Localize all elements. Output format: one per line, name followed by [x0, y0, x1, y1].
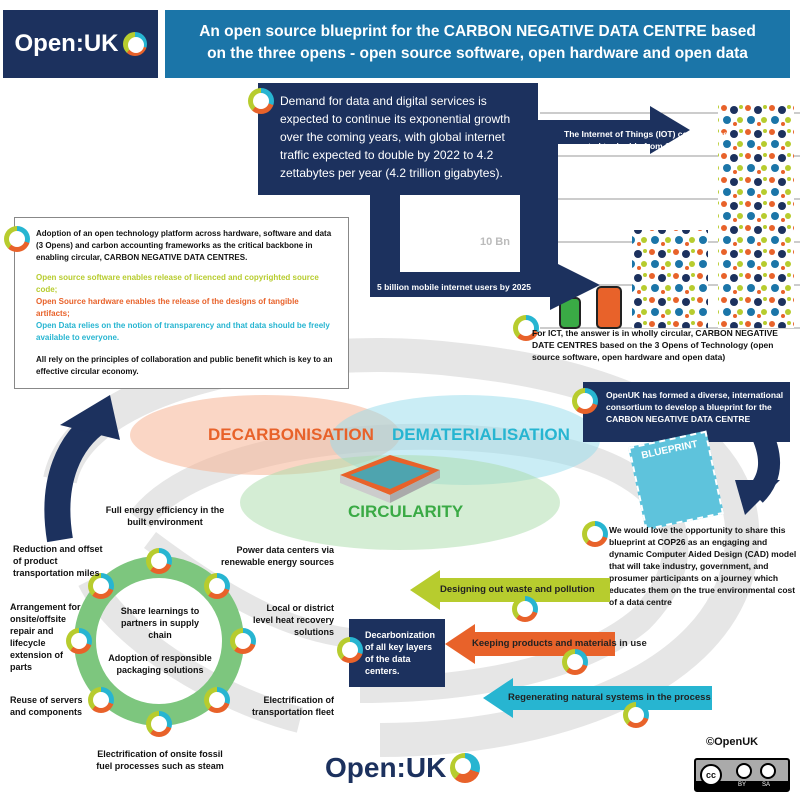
iot-text: The Internet of Things (IOT) connections… — [564, 129, 728, 151]
decarbonization-box: Decarbonization of all key layers of the… — [349, 619, 445, 687]
data-centre-illustration — [340, 455, 440, 503]
venn-label-circularity: CIRCULARITY — [348, 502, 464, 521]
arrow-waste-label: Designing out waste and pollution — [440, 584, 595, 595]
openuk-ring-icon — [450, 753, 481, 783]
page-title: An open source blueprint for the CARBON … — [165, 10, 790, 78]
title-line-1: An open source blueprint for the CARBON … — [199, 23, 756, 40]
venn-label-decarbonisation: DECARBONISATION — [208, 425, 374, 444]
openuk-ring-icon — [122, 32, 147, 56]
cycle-label-right: Local or district level heat recovery so… — [252, 603, 334, 637]
cc-icon: cc — [700, 764, 722, 786]
decarbonization-text: Decarbonization of all key layers of the… — [365, 630, 436, 676]
arrow-waste — [410, 570, 610, 610]
blueprint-icon: BLUEPRINT — [628, 430, 724, 531]
ring-icon — [88, 573, 114, 599]
ring-icon — [623, 702, 649, 728]
adoption-data: Open Data relies on the notion of transp… — [36, 321, 330, 342]
sa-icon — [760, 763, 776, 779]
ring-icon — [582, 521, 608, 547]
iot-bar-25bn — [718, 104, 794, 328]
ring-icon — [230, 628, 256, 654]
ring-icon — [88, 687, 114, 713]
cycle-center-2: Adoption of responsible packaging soluti… — [108, 653, 212, 675]
cycle-label-bottom-left: Reuse of servers and components — [10, 695, 83, 717]
cycle-label-bottom: Electrification of onsite fossil fuel pr… — [96, 749, 224, 771]
ring-icon — [512, 596, 538, 622]
cycle-label-top-right: Power data centers via renewable energy … — [220, 545, 334, 567]
phone-2025-label: 2025 — [2, 0, 4, 1]
ring-icon — [337, 637, 363, 663]
ring-icon — [146, 711, 172, 737]
arrow-natural — [483, 678, 712, 718]
ring-icon — [146, 548, 172, 574]
consortium-text: OpenUK has formed a diverse, internation… — [606, 390, 784, 424]
ring-icon — [4, 226, 30, 252]
axis-label-10bn: 10 Bn — [480, 236, 510, 248]
by-label: BY — [738, 782, 747, 788]
mobile-arrow — [370, 190, 600, 310]
ring-icon — [513, 315, 539, 341]
mobile-text: 5 billion mobile internet users by 2025 — [377, 282, 531, 292]
phone-2025-icon — [596, 286, 622, 329]
arrow-products-label: Keeping products and materials in use — [472, 638, 647, 649]
ring-icon — [66, 628, 92, 654]
adoption-box: Adoption of an open technology platform … — [14, 217, 349, 389]
venn-label-dematerialisation: DEMATERIALISATION — [392, 425, 570, 444]
by-icon — [736, 763, 752, 779]
cycle-label-bottom-right: Electrification of transportation fleet — [251, 695, 334, 717]
consortium-box: OpenUK has formed a diverse, internation… — [583, 382, 790, 442]
sa-label: SA — [762, 782, 771, 788]
iot-bar-12bn — [632, 230, 708, 328]
ring-icon — [248, 88, 274, 114]
cop26-text: We would love the opportunity to share t… — [609, 525, 797, 607]
arrow-natural-label: Regenerating natural systems in the proc… — [508, 692, 711, 703]
title-line-2: on the three opens - open source softwar… — [207, 45, 748, 62]
cycle-label-top-left: Reduction and offset of product transpor… — [13, 544, 103, 578]
blueprint-label: BLUEPRINT — [640, 438, 699, 462]
cycle-center-1: Share learnings to partners in supply ch… — [120, 606, 200, 640]
demand-box: Demand for data and digital services is … — [258, 83, 538, 195]
ring-icon — [572, 388, 598, 414]
growth-chart — [370, 104, 800, 329]
cycle-label-left: Arrangement for onsite/offsite repair an… — [10, 602, 81, 672]
ring-icon — [204, 687, 230, 713]
adoption-hardware: Open Source hardware enables the release… — [36, 297, 299, 318]
ring-icon — [204, 573, 230, 599]
ring-icon — [562, 649, 588, 675]
adoption-closing: All rely on the principles of collaborat… — [36, 355, 333, 376]
phone-labels: 20212025 — [0, 0, 4, 1]
ict-text: For ICT, the answer is in wholly circula… — [532, 328, 778, 362]
demand-text: Demand for data and digital services is … — [280, 94, 511, 180]
header-logo: Open:UK — [3, 10, 158, 78]
logo-text: Open:UK — [14, 30, 119, 57]
footer-logo-text: Open:UK — [325, 752, 447, 783]
footer-logo: Open:UK — [325, 752, 481, 784]
cycle-label-top: Full energy efficiency in the built envi… — [105, 505, 225, 527]
copyright: ©OpenUK — [706, 736, 759, 748]
cc-by-sa-badge: cc BY SA — [694, 758, 790, 792]
adoption-intro: Adoption of an open technology platform … — [36, 229, 332, 262]
adoption-software: Open source software enables release of … — [36, 273, 319, 294]
